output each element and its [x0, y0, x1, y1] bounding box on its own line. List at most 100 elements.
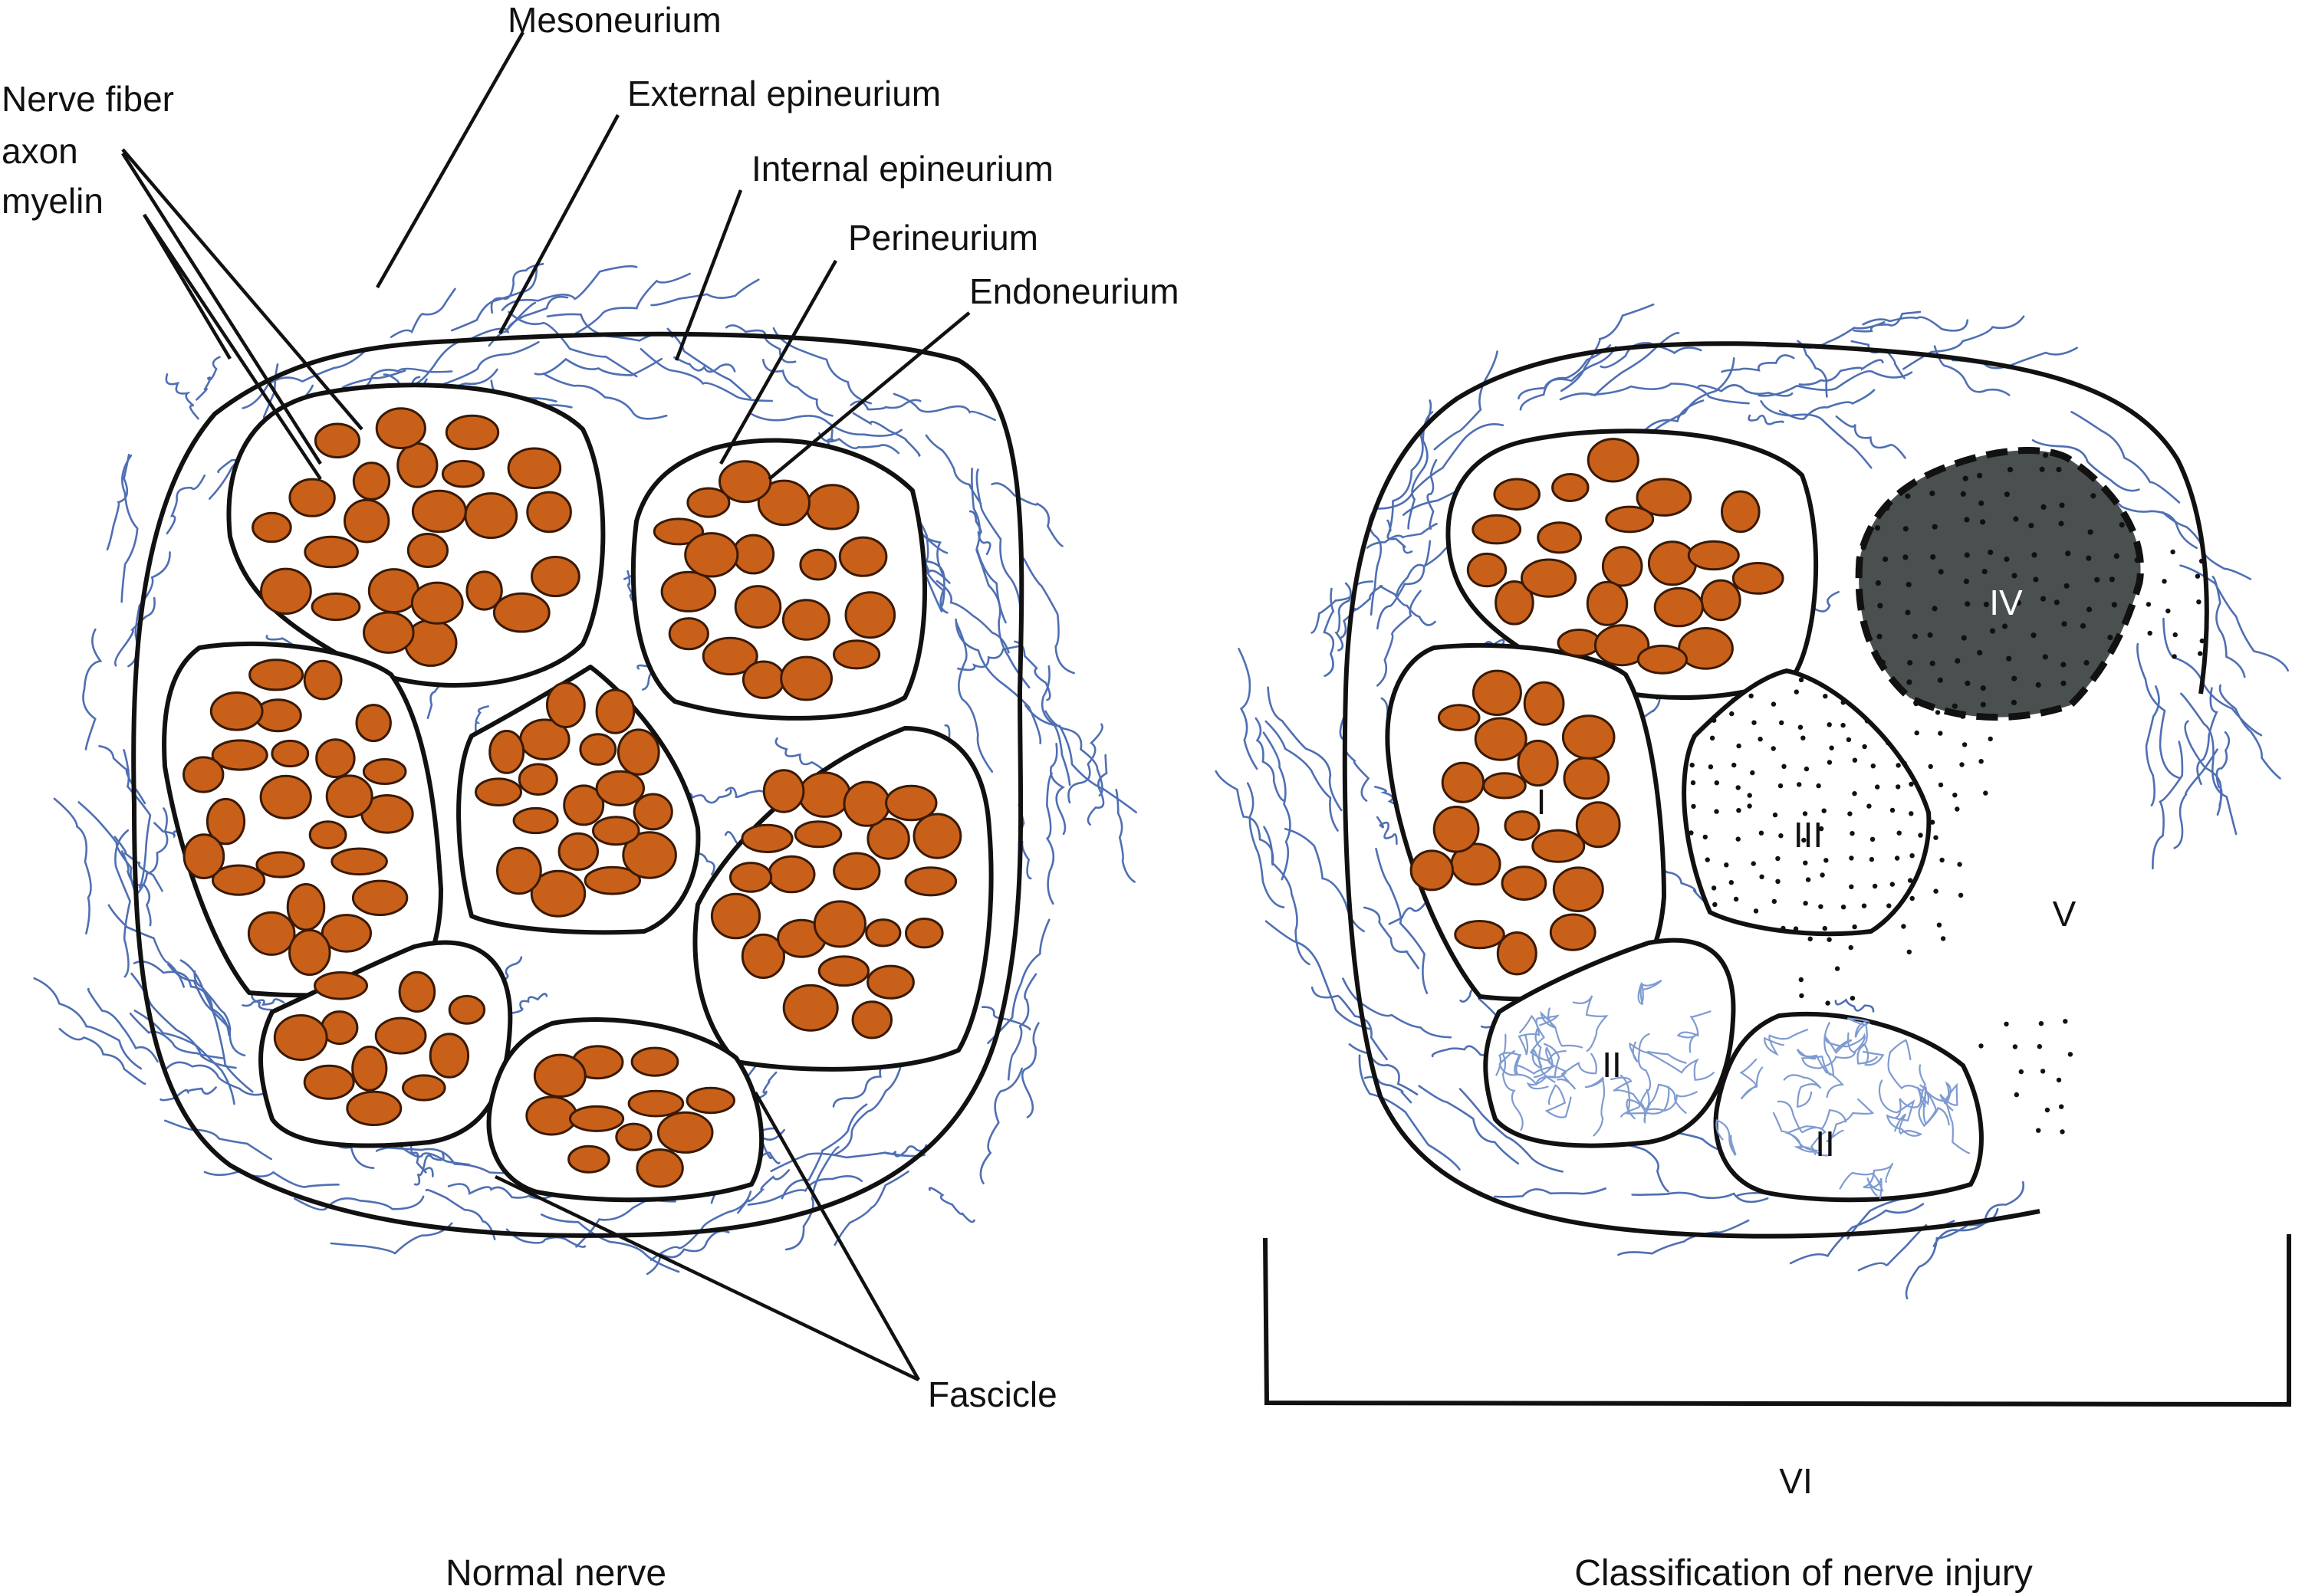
nerve-fiber: [844, 591, 896, 639]
stipple-dot: [2001, 623, 2008, 629]
connective-tissue-fiber: [925, 434, 982, 505]
connective-tissue-fiber: [673, 356, 736, 373]
nerve-fiber: [211, 739, 268, 771]
nerve-fiber: [445, 414, 500, 451]
nerve-fiber: [260, 567, 312, 615]
nerve-fiber: [557, 832, 599, 871]
nerve-fiber: [1496, 931, 1537, 976]
stipple-dot: [2083, 660, 2090, 666]
nerve-fiber: [429, 1033, 470, 1079]
stipple-dot: [1939, 857, 1945, 863]
fibrosis-strand: [1801, 1051, 1856, 1076]
connective-tissue-fiber: [1087, 754, 1108, 826]
connective-tissue-fiber: [242, 998, 285, 1007]
myelin-label: myelin: [2, 181, 104, 221]
nerve-fiber: [288, 929, 331, 976]
connective-tissue-fiber: [511, 993, 548, 1014]
stipple-dot: [1978, 1043, 1984, 1049]
connective-tissue-fiber: [1264, 720, 1339, 832]
connective-tissue-fiber: [82, 628, 103, 750]
nerve-fibers: [183, 407, 962, 1188]
fibrosis-strand: [1572, 995, 1609, 1052]
nerve-fiber: [1437, 704, 1481, 731]
stipple-dot: [2162, 579, 2167, 584]
fibrosis-strand: [1856, 1043, 1885, 1066]
stipple-dot: [1779, 720, 1784, 725]
stipple-dot: [1962, 742, 1968, 747]
connective-tissue-fiber: [534, 357, 663, 376]
connective-tissue-fiber: [1697, 384, 1794, 397]
nerve-fiber: [686, 487, 731, 518]
stipple-dot: [1907, 660, 1913, 666]
fibrosis-strand: [1824, 1022, 1866, 1054]
stipple-dot: [1875, 784, 1880, 790]
nerve-fiber: [905, 918, 944, 949]
fascicle-label: Fascicle: [928, 1374, 1057, 1414]
grade-ii-fibrosis: [1495, 980, 1971, 1199]
connective-tissue-fiber: [1386, 519, 1413, 554]
nerve-fiber: [1409, 849, 1455, 892]
nerve-fiber: [866, 964, 915, 1000]
nerve-fiber: [1504, 810, 1541, 841]
connective-tissue-fiber: [737, 1169, 791, 1214]
stipple-dot: [2013, 516, 2019, 522]
connective-tissue-fiber: [975, 468, 1022, 613]
stipple-dot: [2006, 655, 2012, 662]
classification-caption: Classification of nerve injury: [1574, 1553, 2033, 1594]
connective-tissue-fiber: [1044, 710, 1103, 796]
stipple-dot: [2018, 1069, 2024, 1075]
nerve-fiber: [865, 918, 902, 947]
nerve-fiber: [781, 599, 830, 641]
stipple-dot: [1822, 925, 1827, 931]
nerve-fiber: [303, 1064, 355, 1100]
stipple-dot: [1901, 924, 1906, 929]
stipple-dot: [1759, 874, 1764, 880]
nerve-fiber: [563, 784, 605, 826]
connective-tissue-fiber: [1264, 920, 1371, 1030]
connective-tissue-fiber: [196, 356, 221, 401]
connective-tissue-fiber: [1932, 1181, 2024, 1247]
stipple-dot: [1906, 582, 1912, 588]
stipple-dot: [2165, 608, 2171, 614]
nerve-fiber: [206, 797, 246, 846]
stipple-dot: [2056, 1077, 2062, 1083]
nerve-fiber: [355, 704, 392, 743]
nerve-fiber: [212, 864, 266, 896]
fibrosis-strand: [1515, 1043, 1560, 1086]
connective-tissue-fiber: [390, 287, 456, 338]
connective-tissue-fiber: [1348, 1043, 1419, 1095]
stipple-dot: [2195, 573, 2201, 579]
nerve-fiber: [686, 1086, 735, 1115]
connective-tissue-fiber: [1049, 743, 1067, 836]
stipple-dot: [1794, 689, 1799, 695]
nerve-fiber: [1557, 629, 1601, 657]
nerve-fiber: [653, 517, 705, 546]
fibrosis-strand: [1495, 1050, 1521, 1076]
nerve-fiber: [330, 847, 388, 876]
stipple-dot: [1980, 701, 1986, 708]
external-epineurium-label: External epineurium: [627, 74, 941, 113]
stipple-dot: [2147, 630, 2152, 636]
connective-tissue-fiber: [850, 399, 922, 411]
nerve-fiber: [1472, 514, 1522, 545]
endoneurium-label: Endoneurium: [969, 271, 1179, 311]
nerve-fiber: [303, 659, 343, 701]
fibrosis-strand: [1544, 1084, 1572, 1118]
connective-tissue-fiber: [1748, 414, 1784, 425]
connective-tissue-fiber: [1339, 717, 1370, 802]
nerve-fiber: [630, 1046, 679, 1077]
stipple-dot: [1886, 903, 1892, 908]
stipple-dot: [1963, 578, 1969, 585]
stipple-dot: [1818, 904, 1823, 909]
connective-tissue-fiber: [2173, 748, 2218, 849]
stipple-dot: [2198, 558, 2205, 564]
stipple-dot: [1803, 860, 1808, 865]
stipple-dot: [1896, 763, 1901, 768]
connective-tissue-fiber: [1905, 1207, 1999, 1299]
stipple-dot: [2090, 493, 2096, 499]
nerve-fiber: [913, 813, 962, 859]
fibrosis-strand: [1772, 1112, 1820, 1156]
nerve-fiber: [732, 534, 775, 575]
nerve-fiber: [288, 478, 336, 517]
stipple-dot: [1912, 633, 1918, 639]
